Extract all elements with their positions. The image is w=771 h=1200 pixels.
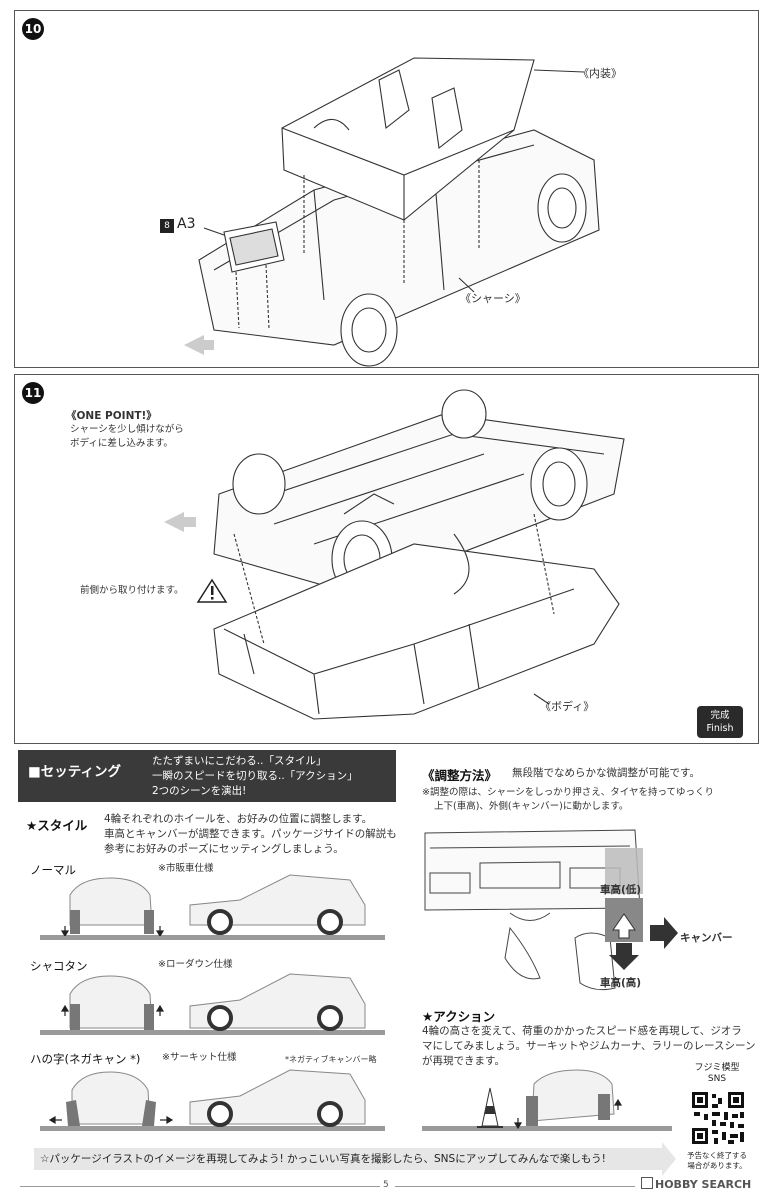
hanoji-note: ※サーキット仕様	[162, 1052, 237, 1063]
body-label: 《ボディ》	[540, 700, 595, 713]
action-title: ★アクション	[422, 1009, 496, 1024]
sns-qr-code[interactable]	[690, 1090, 746, 1146]
sns-note-line-1: 予告なく終了する	[687, 1151, 747, 1160]
hanoji-ground	[40, 1126, 385, 1131]
adjust-note-line-1: ※調整の際は、シャーシをしっかり押さえ、タイヤを持ってゆっくり	[422, 787, 715, 798]
bottom-banner-arrow	[650, 1142, 676, 1176]
sns-title-line-1: フジミ模型	[694, 1063, 740, 1073]
hanoji-footnote: *ネガティブキャンバー略	[285, 1055, 377, 1064]
step-11-illustration	[164, 389, 625, 720]
sns-note: 予告なく終了する 場合があります。	[680, 1151, 754, 1171]
interior-label: 《内装》	[578, 67, 622, 80]
adjust-camber-label: キャンバー	[680, 932, 733, 944]
finish-en: Finish	[706, 723, 734, 734]
adjust-low-label: 車高(低)	[600, 884, 642, 896]
setting-intro-line-1: たたずまいにこだわる..「スタイル」	[152, 755, 327, 767]
hanoji-title: ハの字(ネガキャン *)	[30, 1052, 141, 1066]
action-desc-line-3: が再現できます。	[422, 1055, 505, 1067]
normal-title: ノーマル	[30, 863, 76, 877]
page-number: 5	[383, 1180, 389, 1190]
front-attach-note: 前側から取り付けます。	[80, 585, 184, 596]
action-desc-line-1: 4輪の高さを変えて、荷重のかかったスピード感を再現して、ジオラ	[422, 1025, 742, 1037]
hanoji-car-illustrations	[48, 1069, 366, 1127]
style-desc-line-1: 4輪それぞれのホイールを、お好みの位置に調整します。	[104, 813, 373, 825]
step-10-number: 10	[22, 18, 44, 40]
part-sprue-badge: 8	[160, 219, 174, 233]
step-11-number: 11	[22, 382, 44, 404]
chassis-label: 《シャーシ》	[460, 292, 526, 305]
shakotan-ground	[40, 1030, 385, 1035]
style-desc-line-3: 参考にお好みのポーズにセッティングしましょう。	[104, 843, 344, 855]
one-point-line-2: ボディに差し込みます。	[70, 438, 173, 449]
action-description: 4輪の高さを変えて、荷重のかかったスピード感を再現して、ジオラ マにしてみましょ…	[422, 1024, 755, 1069]
adjust-note-line-2: 上下(車高)、外側(キャンバー)に動かします。	[434, 801, 629, 812]
action-desc-line-2: マにしてみましょう。サーキットやジムカーナ、ラリーのレースシーン	[422, 1040, 756, 1052]
normal-ground	[40, 935, 385, 940]
setting-title: ■セッティング	[28, 764, 121, 780]
sns-title: フジミ模型 SNS	[685, 1063, 749, 1085]
sns-title-line-2: SNS	[707, 1074, 727, 1084]
one-point-line-1: シャーシを少し傾けながら	[70, 424, 184, 435]
footer-rule-right	[395, 1186, 635, 1187]
normal-note: ※市販車仕様	[158, 863, 214, 874]
finish-badge: 完成 Finish	[697, 706, 743, 738]
shakotan-title: シャコタン	[30, 959, 88, 973]
shakotan-car-illustrations	[60, 973, 366, 1031]
adjust-high-label: 車高(高)	[600, 977, 642, 989]
sns-note-line-2: 場合があります。	[687, 1161, 747, 1170]
adjust-subtitle: 無段階でなめらかな微調整が可能です。	[512, 767, 700, 779]
finish-jp: 完成	[710, 710, 730, 721]
step-10-illustration	[184, 57, 600, 367]
one-point-title: 《ONE POINT!》	[66, 410, 157, 422]
part-code-label: A3	[177, 216, 196, 232]
bottom-banner-text: ☆パッケージイラストのイメージを再現してみよう! かっこいい写真を撮影したら、S…	[40, 1153, 606, 1165]
shakotan-note: ※ローダウン仕様	[158, 959, 233, 970]
style-description: 4輪それぞれのホイールを、お好みの位置に調整します。 車高とキャンバーが調整でき…	[104, 812, 397, 857]
adjust-title: 《調整方法》	[422, 768, 498, 783]
normal-car-illustrations	[60, 874, 366, 936]
footer-rule	[20, 1186, 380, 1187]
watermark: HOBBY SEARCH	[641, 1177, 751, 1191]
style-title: ★スタイル	[26, 818, 88, 833]
action-illustration	[422, 1069, 672, 1131]
watermark-logo-icon	[641, 1177, 653, 1189]
setting-intro-line-3: 2つのシーンを演出!	[152, 785, 247, 797]
adjust-illustration	[424, 829, 678, 991]
setting-intro: たたずまいにこだわる..「スタイル」 一瞬のスピードを切り取る..「アクション」…	[152, 754, 358, 799]
bottom-banner-bar	[34, 1148, 662, 1170]
adjust-note: ※調整の際は、シャーシをしっかり押さえ、タイヤを持ってゆっくり 上下(車高)、外…	[422, 786, 714, 814]
watermark-text: HOBBY SEARCH	[655, 1178, 752, 1191]
style-desc-line-2: 車高とキャンバーが調整できます。パッケージサイドの解説も	[104, 828, 397, 840]
setting-header-bar	[18, 750, 396, 802]
setting-intro-line-2: 一瞬のスピードを切り取る..「アクション」	[152, 770, 358, 782]
